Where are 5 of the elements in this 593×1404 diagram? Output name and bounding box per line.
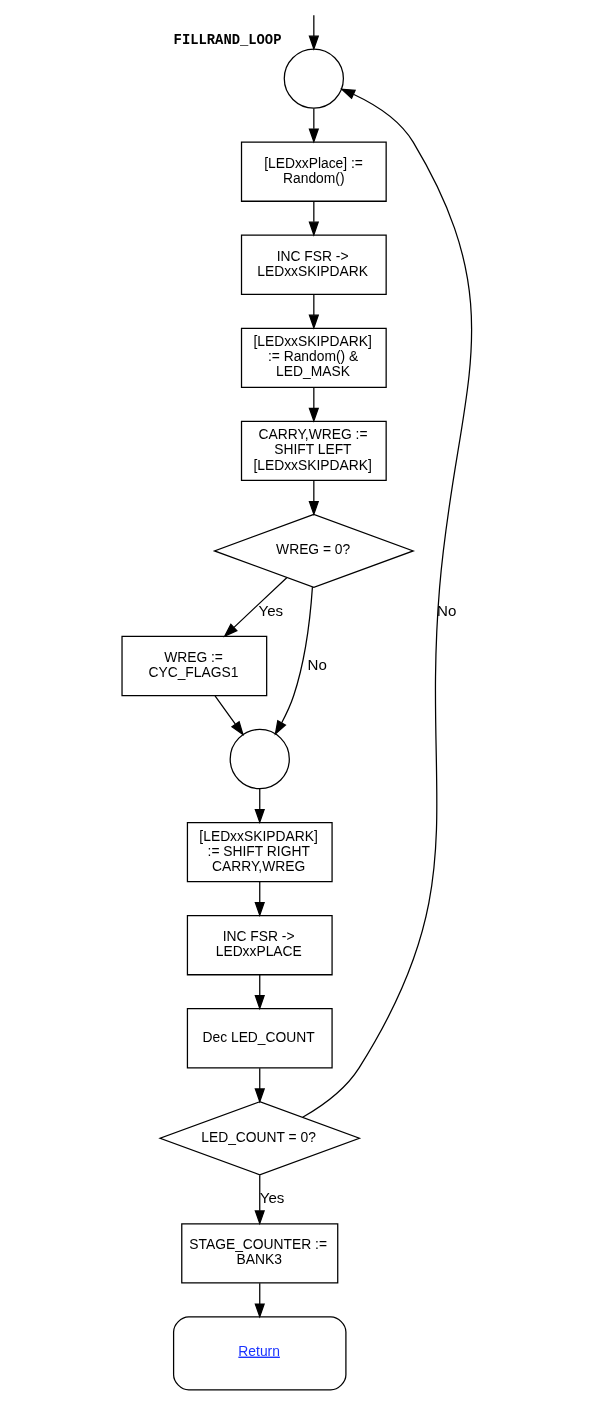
edge-label: No — [436, 601, 456, 619]
edge-label: Yes — [259, 1189, 284, 1207]
edge-label: Yes — [257, 601, 283, 619]
node-label: FILLRAND_LOOP — [173, 31, 281, 48]
edge-label: No — [307, 655, 327, 673]
